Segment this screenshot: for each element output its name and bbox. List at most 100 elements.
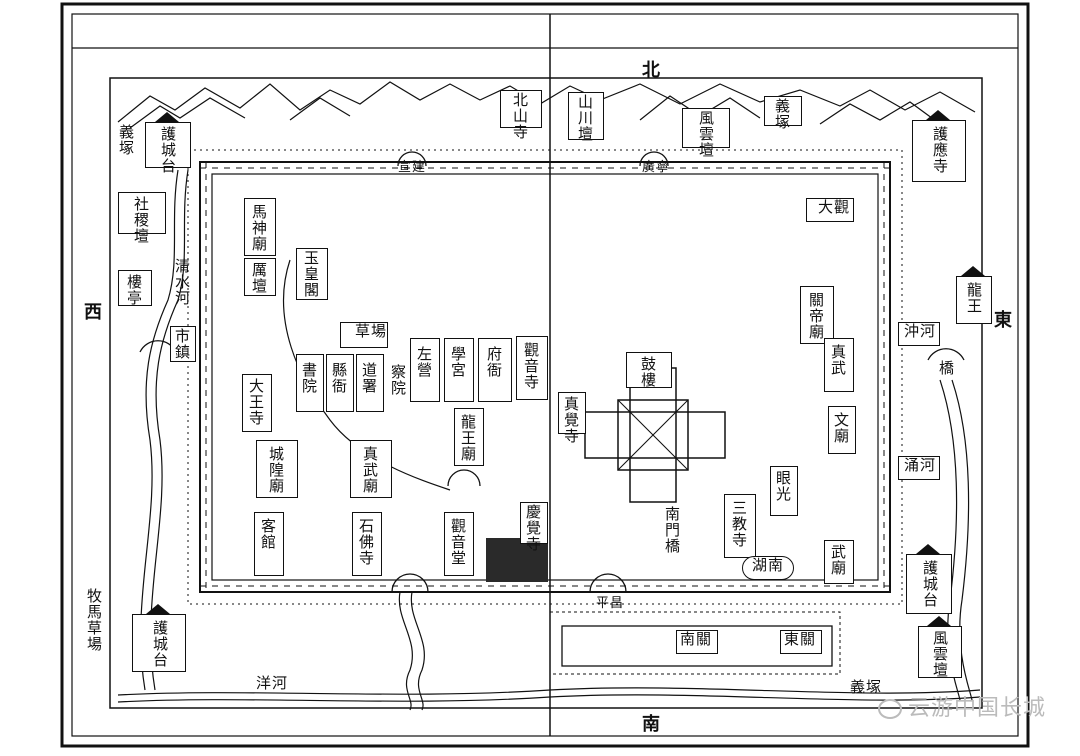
wenmiao	[828, 406, 856, 454]
label-zhenwu-miao: 真武廟	[361, 446, 379, 494]
label-dawang-si: 大王寺	[247, 378, 265, 426]
shizhong	[352, 512, 382, 576]
label-shanchuan-tan: 山川壇	[576, 94, 594, 142]
zuoying	[410, 338, 440, 402]
label-hechong: 沖河	[904, 322, 937, 340]
gate-north-west: 宣建	[398, 160, 427, 175]
direction-east: 東	[994, 310, 1012, 331]
beishan-si	[500, 90, 542, 128]
label-huyin-si: 護應寺	[931, 126, 949, 174]
yanguang	[770, 466, 798, 516]
label-maima-miao: 馬神廟	[250, 204, 268, 252]
label-haihe: 涌河	[904, 456, 937, 474]
label-hunan: 湖南	[752, 556, 785, 574]
label-shuyuan: 書院	[300, 362, 318, 394]
label-xuegong: 學宮	[449, 346, 467, 378]
label-fuya: 府衙	[485, 346, 503, 378]
label-zuoying: 左營	[415, 346, 433, 378]
label-beishan-si: 北山寺	[511, 92, 529, 140]
label-sanjiao-si: 三教寺	[730, 500, 748, 548]
label-qiao: 橋	[937, 360, 955, 376]
longwang-miao	[454, 408, 484, 466]
label-dongguan: 東關	[784, 630, 817, 648]
label-guanyin-si: 觀音寺	[522, 342, 540, 390]
label-kezhong: 客館	[259, 518, 277, 550]
label-longwang-e: 龍王	[965, 282, 983, 314]
shuyuan	[296, 354, 324, 412]
xiaotang	[244, 258, 276, 296]
label-wuling: 武廟	[829, 544, 847, 576]
haihe	[898, 456, 940, 480]
label-sheji-tan: 社稷壇	[132, 196, 150, 244]
label-guanyin-tang: 觀音堂	[449, 518, 467, 566]
zhenwu-miao	[350, 440, 392, 498]
guandi-miao	[800, 286, 834, 344]
nanguan	[676, 630, 718, 654]
hechong	[898, 322, 940, 346]
label-fengyun-tan: 風雲壇	[697, 110, 715, 158]
label-qingshui-he: 清水河	[173, 258, 191, 306]
label-yizhong-nw: 義塚	[117, 124, 135, 156]
dongguan	[780, 630, 822, 654]
direction-south: 南	[642, 714, 660, 735]
fengyun-tan	[682, 108, 730, 148]
shizhen	[170, 326, 196, 362]
roof-icon	[146, 604, 170, 614]
direction-north: 北	[642, 60, 660, 81]
label-hucheng-e: 護城台	[921, 560, 939, 608]
direction-west: 西	[84, 302, 102, 323]
zhenwu-e	[824, 338, 854, 392]
fengyun-e	[918, 626, 962, 678]
wuling	[824, 540, 854, 584]
qingjue-si	[520, 502, 548, 544]
dingjiao-si	[558, 392, 586, 434]
label-xiaotang: 厲壇	[250, 262, 268, 294]
watermark-text: 云游中国长城	[907, 696, 1046, 721]
label-yanghe: 洋河	[256, 674, 289, 692]
label-shizhen: 市鎮	[173, 328, 191, 360]
label-yamen-dao: 道署	[360, 362, 378, 394]
label-caochang: 草場	[355, 322, 388, 340]
gate-north: 廣寧	[642, 160, 671, 175]
fuya	[478, 338, 512, 402]
wechat-icon	[877, 699, 902, 719]
gate-south: 平昌	[596, 596, 625, 611]
label-chenghuang-miao: 城隍廟	[267, 446, 285, 494]
roof-icon	[926, 110, 950, 120]
yamen-dao	[356, 354, 384, 412]
roof-icon	[155, 112, 179, 122]
hucheng-e	[906, 554, 952, 614]
roof-icon	[961, 266, 985, 276]
label-wenmiao: 文廟	[832, 412, 850, 444]
guanyin-si	[516, 336, 548, 400]
sanjiao-si	[724, 494, 756, 558]
watermark: 云游中国长城	[877, 690, 1046, 722]
yuhuang-ge	[296, 248, 328, 300]
hunan	[742, 556, 794, 580]
hucheng-tower-nw	[145, 122, 191, 168]
sheji-tan	[118, 192, 166, 234]
label-yanguang: 眼光	[774, 470, 792, 502]
label-guandi-miao: 關帝廟	[807, 292, 825, 340]
shanchuan-tan	[568, 92, 604, 140]
label-louqing: 樓亭	[125, 274, 143, 306]
label-qingjue-si: 慶覺寺	[524, 504, 542, 552]
kezhong	[254, 512, 284, 576]
dawang-si	[242, 374, 272, 432]
roof-icon	[927, 616, 951, 626]
label-hucheng-nw: 護城台	[159, 126, 177, 174]
longwang-e	[956, 276, 992, 324]
xuegong	[444, 338, 474, 402]
yizhong-n	[764, 96, 802, 126]
label-nanguan: 南關	[680, 630, 713, 648]
label-zhenwu-e: 真武	[829, 344, 847, 376]
huyin-si	[912, 120, 966, 182]
label-daguan: 大觀	[818, 198, 851, 216]
label-longwang-miao: 龍王廟	[459, 414, 477, 462]
label-shuma: 牧馬草場	[85, 588, 103, 652]
label-yamen-xian: 縣衙	[330, 362, 348, 394]
yamen-xian	[326, 354, 354, 412]
label-hucheng-sw: 護城台	[151, 620, 169, 668]
roof-icon	[916, 544, 940, 554]
